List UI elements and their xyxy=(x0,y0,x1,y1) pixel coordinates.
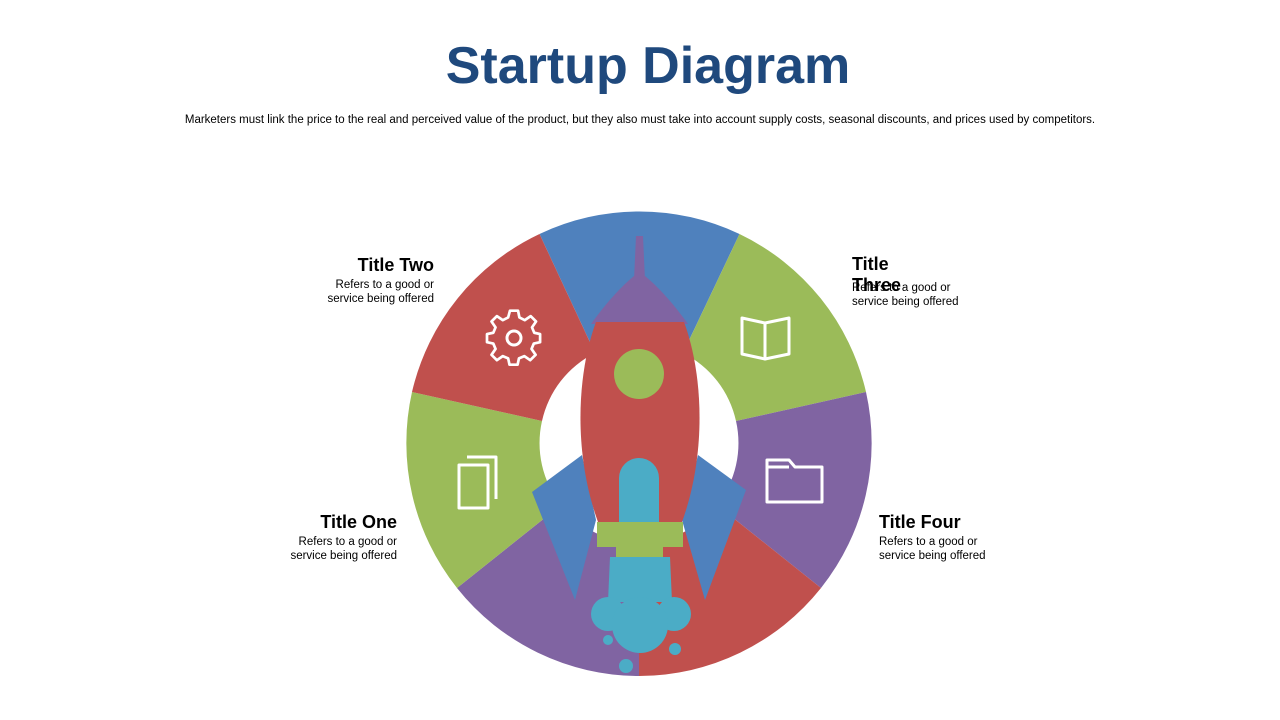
item-description-line: Refers to a good or xyxy=(298,536,397,548)
rocket-left-wing xyxy=(532,455,596,600)
ring-segment-right xyxy=(717,392,872,588)
item-description: Refers to a good or service being offere… xyxy=(879,535,1019,563)
folder-icon xyxy=(765,458,824,504)
page-title: Startup Diagram xyxy=(445,37,851,95)
smoke-puff xyxy=(603,635,613,645)
item-description-line: Refers to a good or xyxy=(879,536,978,548)
ring xyxy=(406,211,872,676)
item-description-line: service being offered xyxy=(879,550,986,562)
ring-segment-upper-left xyxy=(412,234,595,421)
rocket-window xyxy=(614,349,664,399)
item-title: Title Two xyxy=(357,255,434,275)
smoke-cloud xyxy=(612,597,668,653)
item-title: Title Four xyxy=(879,512,961,532)
label-title-four: Title Four Refers to a good or service b… xyxy=(879,512,1019,563)
item-title: Title One xyxy=(320,512,397,532)
item-description: Refers to a good or service being offere… xyxy=(257,535,397,563)
rocket-icon xyxy=(532,236,746,673)
ring-segment-lower-left xyxy=(457,505,639,676)
item-description: Refers to a good or service being offere… xyxy=(852,281,982,309)
page-subtitle: Marketers must link the price to the rea… xyxy=(184,114,1096,126)
rocket-collar xyxy=(597,522,683,547)
rocket-body xyxy=(580,322,700,522)
item-description-line: service being offered xyxy=(852,296,959,308)
rocket-antenna xyxy=(634,236,645,280)
rocket-right-wing xyxy=(682,455,746,600)
book-icon xyxy=(740,316,791,361)
rocket-pod xyxy=(619,458,659,522)
item-description-line: service being offered xyxy=(327,293,434,305)
ring-segment-upper-right xyxy=(683,234,866,421)
item-description-line: Refers to a good or xyxy=(852,282,951,294)
label-title-one: Title One Refers to a good or service be… xyxy=(257,512,397,563)
label-title-three: Title Three Refers to a good or service … xyxy=(852,254,972,308)
documents-icon xyxy=(457,455,498,510)
rocket-flame xyxy=(608,557,672,602)
item-description-line: service being offered xyxy=(290,550,397,562)
rocket-nose xyxy=(591,276,688,324)
rocket-collar-lower xyxy=(616,547,663,557)
item-title: Title Three xyxy=(852,254,902,295)
ring-segment-left xyxy=(406,392,561,588)
item-description-line: Refers to a good or xyxy=(335,279,434,291)
smoke-puff xyxy=(619,659,633,673)
gear-icon xyxy=(485,309,542,367)
label-title-two: Title Two Refers to a good or service be… xyxy=(294,255,434,306)
item-description: Refers to a good or service being offere… xyxy=(294,278,434,306)
smoke-puff xyxy=(669,643,681,655)
ring-segment-lower-right xyxy=(639,505,821,676)
